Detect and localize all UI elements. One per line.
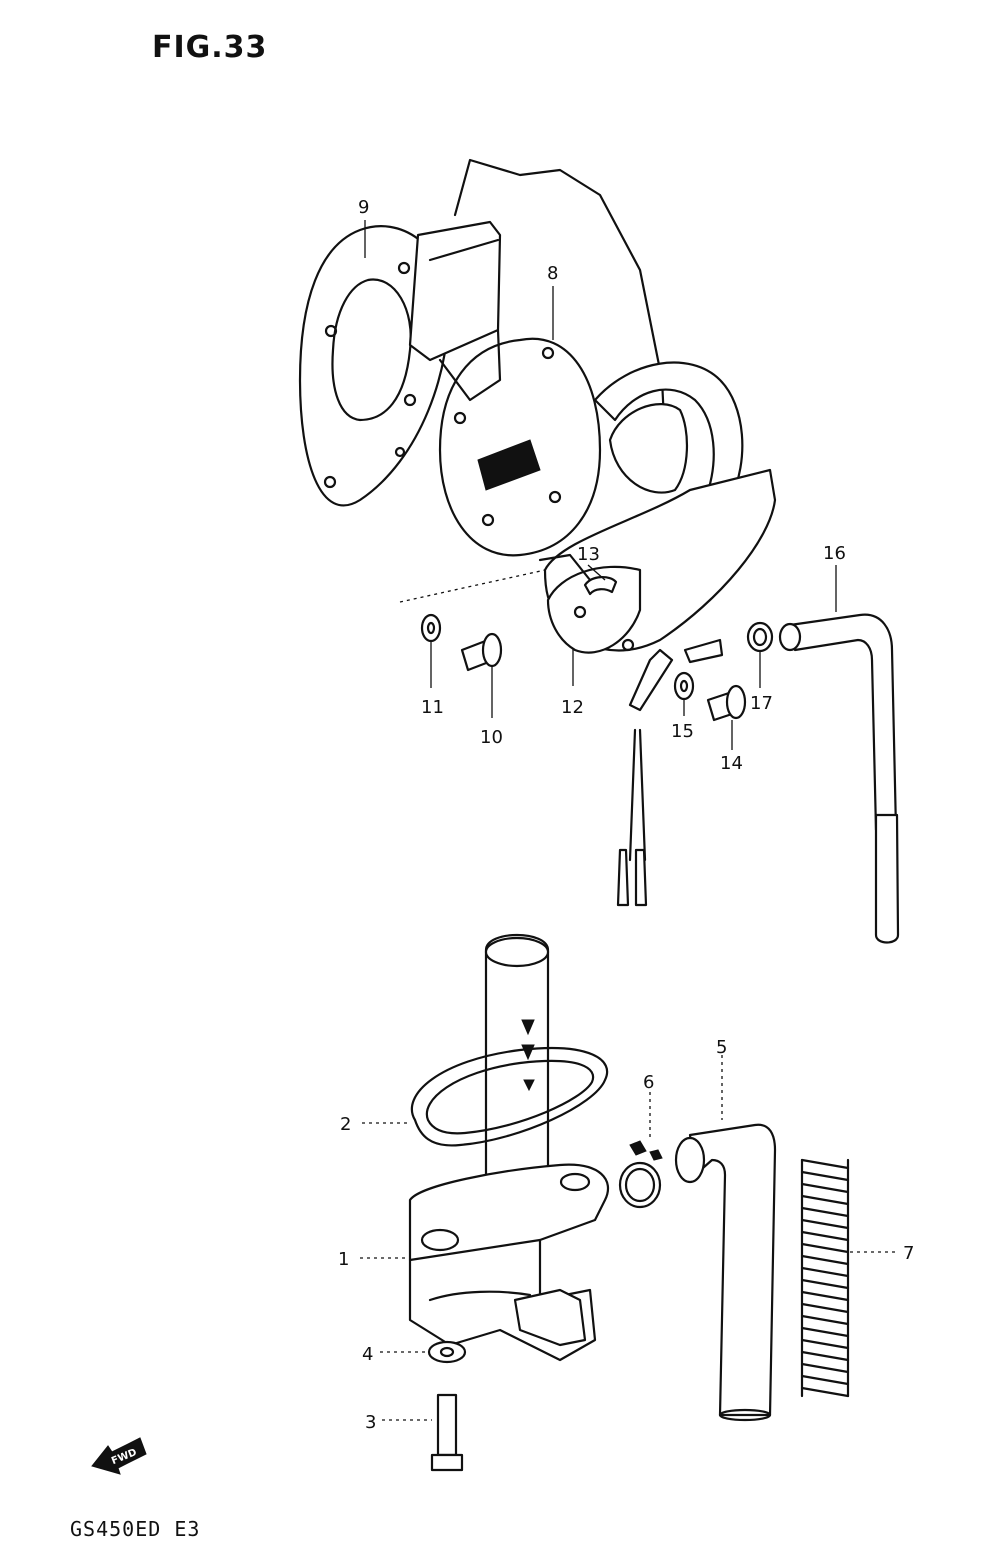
- washer-part-4: [427, 1340, 467, 1364]
- model-code: GS450ED E3: [70, 1517, 201, 1541]
- callout-6: 6: [643, 1072, 654, 1093]
- callout-12: 12: [561, 697, 584, 718]
- callout-5: 5: [716, 1037, 727, 1058]
- gasket-part-2: [410, 1046, 609, 1147]
- callout-15: 15: [671, 721, 694, 742]
- grommet-part-13: [583, 576, 618, 596]
- clamp-part-17: [746, 621, 774, 653]
- leader-lines: [360, 220, 898, 1421]
- callout-13: 13: [577, 544, 600, 565]
- bolt-part-3: [430, 1393, 464, 1472]
- washer-part-11: [420, 613, 442, 643]
- callout-8: 8: [547, 263, 558, 284]
- screw-part-10: [460, 632, 503, 672]
- callout-14: 14: [720, 753, 743, 774]
- callout-3: 3: [365, 1412, 376, 1433]
- washer-part-15: [673, 671, 695, 701]
- hose-part-16: [778, 613, 900, 944]
- assembly-guide-line: [399, 569, 546, 603]
- figure-title: FIG.33: [152, 30, 268, 65]
- fuel-cock-part-1: [408, 1163, 610, 1362]
- lead-wires: [616, 648, 674, 907]
- fuel-level-float: [593, 361, 744, 502]
- callout-17: 17: [750, 693, 773, 714]
- cover-part-12: [538, 468, 777, 654]
- hose-part-5: [674, 1123, 777, 1422]
- outlet-pipe: [683, 638, 724, 664]
- callout-2: 2: [340, 1114, 351, 1135]
- callout-10: 10: [480, 727, 503, 748]
- callout-1: 1: [338, 1249, 349, 1270]
- callout-4: 4: [362, 1344, 373, 1365]
- callout-11: 11: [421, 697, 444, 718]
- callout-7: 7: [903, 1243, 914, 1264]
- fwd-arrow-icon: FWD: [91, 1437, 147, 1475]
- callout-9: 9: [358, 197, 369, 218]
- spring-part-7: [800, 1155, 850, 1398]
- callout-16: 16: [823, 543, 846, 564]
- clamp-part-6: [618, 1140, 663, 1209]
- gauge-sender-plate-part-8: [408, 158, 667, 557]
- screw-part-14: [706, 684, 747, 722]
- gasket-ring-part-9: [298, 225, 450, 507]
